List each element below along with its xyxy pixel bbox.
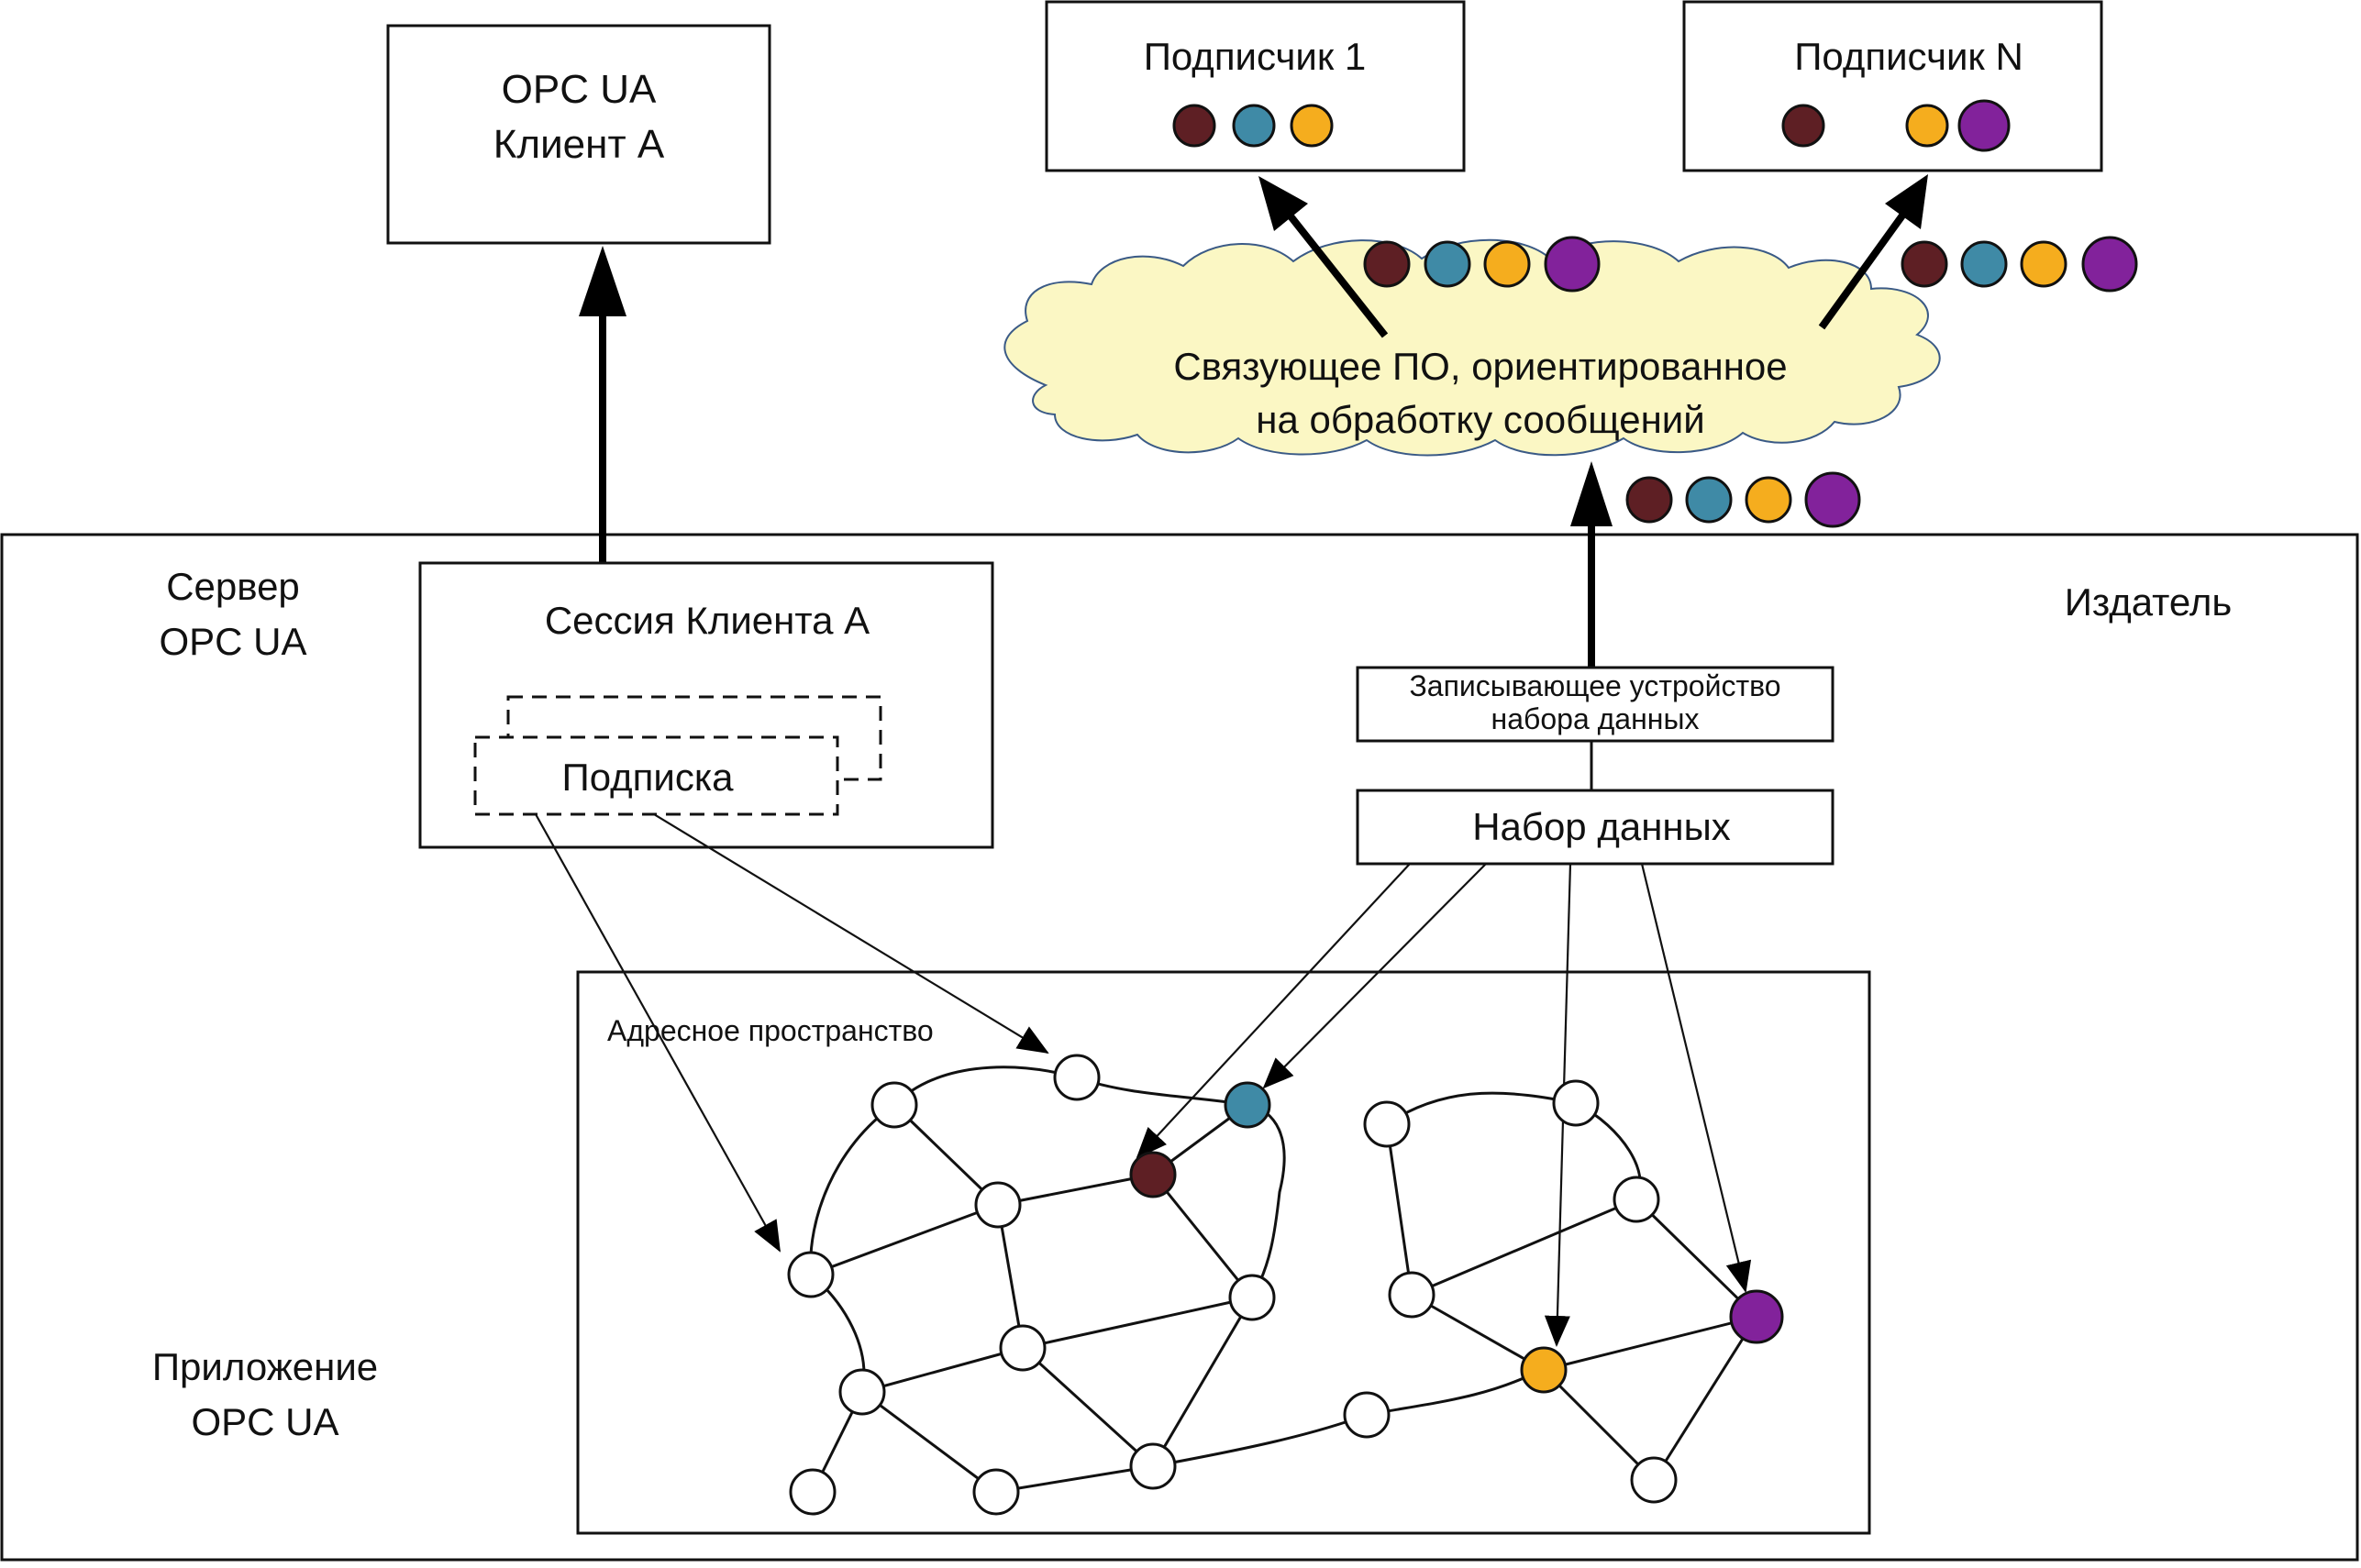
dot-orange: [2020, 240, 2067, 288]
middleware-line1: Связующее ПО, ориентированное: [1173, 345, 1787, 388]
middleware-cloud: Связующее ПО, ориентированное на обработ…: [1003, 238, 1941, 457]
dataset-ref-arrow-2: [1262, 863, 1487, 1089]
dot-teal: [1960, 240, 2008, 288]
client-a-line2: Клиент A: [493, 122, 665, 167]
dot-dark-red: [1172, 104, 1216, 148]
dot-purple: [1544, 236, 1601, 293]
to-subscriber-n-dots: [1901, 236, 2138, 293]
subscriber-n-dots: [1781, 99, 2011, 152]
dot-orange: [1483, 240, 1531, 288]
dot-teal: [1232, 104, 1276, 148]
dot-dark-red: [1625, 476, 1673, 524]
dataset-ref-arrow-4: [1640, 863, 1752, 1293]
dataset-writer-line1: Записывающее устройство: [1409, 669, 1780, 702]
graph-node: [1388, 1271, 1435, 1319]
reference-arrows: [535, 813, 1752, 1347]
dot-teal: [1424, 240, 1471, 288]
cloud-to-subscriber-n-shaft: [1818, 213, 1906, 330]
graph-node: [974, 1181, 1022, 1229]
dot-orange: [1290, 104, 1334, 148]
graph-node: [789, 1468, 837, 1516]
dataset-label: Набор данных: [1472, 805, 1731, 848]
middleware-line2: на обработку сообщений: [1256, 398, 1704, 441]
dataset-writer-line2: набора данных: [1491, 702, 1700, 735]
graph-node: [1552, 1079, 1600, 1127]
dataset-box: Набор данных: [1356, 789, 1834, 866]
dataset-ref-arrow-1: [1136, 863, 1411, 1159]
subscription-ref-arrow-1: [535, 813, 781, 1253]
dot-dark-red: [1363, 240, 1411, 288]
dot-purple: [1957, 99, 2011, 152]
graph-node: [1129, 1442, 1177, 1490]
graph-node: [787, 1251, 835, 1298]
dataset-writer-box: Записывающее устройство набора данных: [1356, 666, 1834, 743]
graph-node: [1613, 1176, 1660, 1223]
from-publisher-dots: [1625, 471, 1861, 528]
dot-purple: [2081, 236, 2138, 293]
graph-node: [870, 1081, 918, 1129]
dot-orange: [1745, 476, 1792, 524]
address-space-label: Адресное пространство: [607, 1014, 934, 1047]
subscriber-n-title: Подписчик N: [1794, 35, 2023, 78]
graph-node-orange: [1520, 1346, 1568, 1394]
client-a-line1: OPC UA: [502, 67, 657, 112]
subscription-label: Подписка: [562, 756, 735, 799]
dot-orange: [1905, 104, 1949, 148]
graph-node: [1343, 1391, 1391, 1439]
application-label-line1: Приложение: [152, 1345, 378, 1388]
subscriber-1-dots: [1172, 104, 1334, 148]
subscriber-n-box: Подписчик N: [1682, 0, 2103, 172]
publisher-label: Издатель: [2065, 580, 2233, 624]
graph-nodes: [787, 1054, 1784, 1516]
graph-node: [1630, 1456, 1678, 1504]
application-label-line2: OPC UA: [191, 1400, 338, 1443]
graph-node: [972, 1468, 1020, 1516]
cloud-to-subscriber-1-arrowhead: [1258, 176, 1308, 231]
server-label-line1: Сервер: [166, 565, 300, 608]
cloud-to-subscriber-n-arrowhead: [1885, 174, 1928, 229]
session-title: Сессия Клиента A: [545, 599, 870, 642]
subscriber-1-title: Подписчик 1: [1144, 35, 1367, 78]
graph-node: [999, 1324, 1047, 1372]
graph-node-purple: [1729, 1289, 1784, 1344]
subscriber-1-box: Подписчик 1: [1045, 0, 1466, 172]
graph-node: [838, 1368, 886, 1416]
dot-dark-red: [1901, 240, 1948, 288]
server-label-line2: OPC UA: [159, 620, 306, 663]
dot-teal: [1685, 476, 1733, 524]
dot-dark-red: [1781, 104, 1825, 148]
session-box: Сессия Клиента A Подписка: [418, 561, 994, 849]
cloud-shape: [1003, 238, 1941, 457]
graph-node: [1053, 1054, 1101, 1101]
graph-node-dark-red: [1129, 1151, 1177, 1198]
subscription-box: [473, 735, 839, 816]
to-subscriber-1-dots: [1363, 236, 1601, 293]
subscription-ref-arrow-2: [653, 813, 1049, 1055]
graph-node: [1363, 1100, 1411, 1148]
graph-node-teal: [1224, 1081, 1271, 1129]
client-a-box: OPC UA Клиент A: [386, 24, 771, 245]
graph-node: [1228, 1274, 1276, 1321]
dot-purple: [1804, 471, 1861, 528]
address-space-box: Адресное пространство: [576, 970, 1871, 1535]
cloud-to-subscriber-1-shaft: [1284, 210, 1389, 338]
writer-to-cloud-arrowhead: [1570, 461, 1613, 526]
session-to-client-arrowhead: [579, 246, 626, 316]
